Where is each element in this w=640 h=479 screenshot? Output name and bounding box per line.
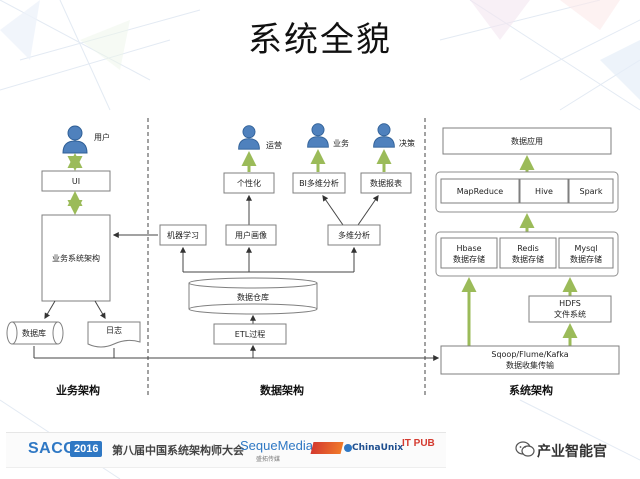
seque-media-subtitle: 盛拓传媒 [256,456,281,463]
redis-desc: 数据存储 [512,254,544,264]
hive-box [519,178,569,204]
mysql-label: Mysql [574,244,597,253]
profile-label: 用户画像 [235,230,267,240]
sacc-year-badge: 2016 [70,441,103,457]
business-system-box [41,214,111,302]
personalize-box [223,172,275,194]
operations-person-icon [238,125,260,150]
page-title: 系统全貌 [248,20,392,60]
chinaunix-logo: ChinaUnix [352,443,404,453]
database-label: 数据库 [22,328,46,338]
report-label: 数据报表 [370,178,402,188]
hive-label: Hive [535,187,553,196]
bi-box [292,172,346,194]
hdfs-desc: 文件系统 [554,309,586,319]
business-system-label: 业务系统架构 [52,253,100,263]
decision-person-icon [373,123,395,148]
chinaunix-icon [344,444,352,452]
etl-label: ETL过程 [235,329,265,339]
hdfs-box [528,295,612,323]
ui-label: UI [72,177,80,186]
core-log-arrow [94,300,106,320]
personalize-label: 个性化 [237,178,261,188]
watermark-text: 产业智能官 [537,444,607,460]
wechat-icon [515,441,535,457]
database-cylinder [6,321,64,345]
log-document-shape [87,321,141,348]
mapreduce-label: MapReduce [457,187,504,196]
itpub-logo-mark [310,442,344,454]
warehouse-cylinder [188,277,318,315]
user-label: 用户 [94,132,110,142]
log-label: 日志 [106,325,122,335]
business-person-icon [307,123,329,148]
mapreduce-box [440,178,520,204]
hbase-label: Hbase [456,244,481,253]
section-system-label: 系统架构 [509,383,553,397]
itpub-logo: IT PUB [402,438,435,449]
mysql-desc: 数据存储 [570,254,602,264]
multidim-box [327,224,381,246]
data-app-box [442,127,612,155]
multidim-to-bi-arrow [322,195,344,226]
etl-box [213,323,287,345]
ingest-box [440,345,620,375]
data-app-label: 数据应用 [511,136,543,146]
spark-box [568,178,614,204]
report-box [360,172,412,194]
role-decision-label: 决策 [399,138,415,148]
ml-box [159,224,207,246]
multidim-label: 多维分析 [338,230,370,240]
core-db-arrow [44,300,56,320]
multidim-to-report-arrow [357,195,379,226]
role-business-label: 业务 [333,138,349,148]
section-business-label: 业务架构 [56,383,100,397]
mysql-box [558,237,614,269]
redis-box [499,237,557,269]
sacc-logo-text: SACC [28,440,76,457]
role-operations-label: 运营 [266,140,282,150]
redis-label: Redis [517,244,539,253]
user-person-icon [62,125,88,154]
hdfs-label: HDFS [559,299,581,308]
hbase-box [440,237,498,269]
conference-name: 第八届中国系统架构师大会 [112,444,244,457]
ml-label: 机器学习 [167,230,199,240]
bi-label: BI多维分析 [299,178,339,188]
ingest-desc: 数据收集传输 [506,360,554,370]
spark-label: Spark [580,187,603,196]
section-data-label: 数据架构 [260,383,304,397]
warehouse-label: 数据仓库 [237,292,269,302]
seque-media-logo: SequeMedia [240,438,313,453]
profile-box [225,224,277,246]
ingest-label: Sqoop/Flume/Kafka [491,350,568,359]
hbase-desc: 数据存储 [453,254,485,264]
